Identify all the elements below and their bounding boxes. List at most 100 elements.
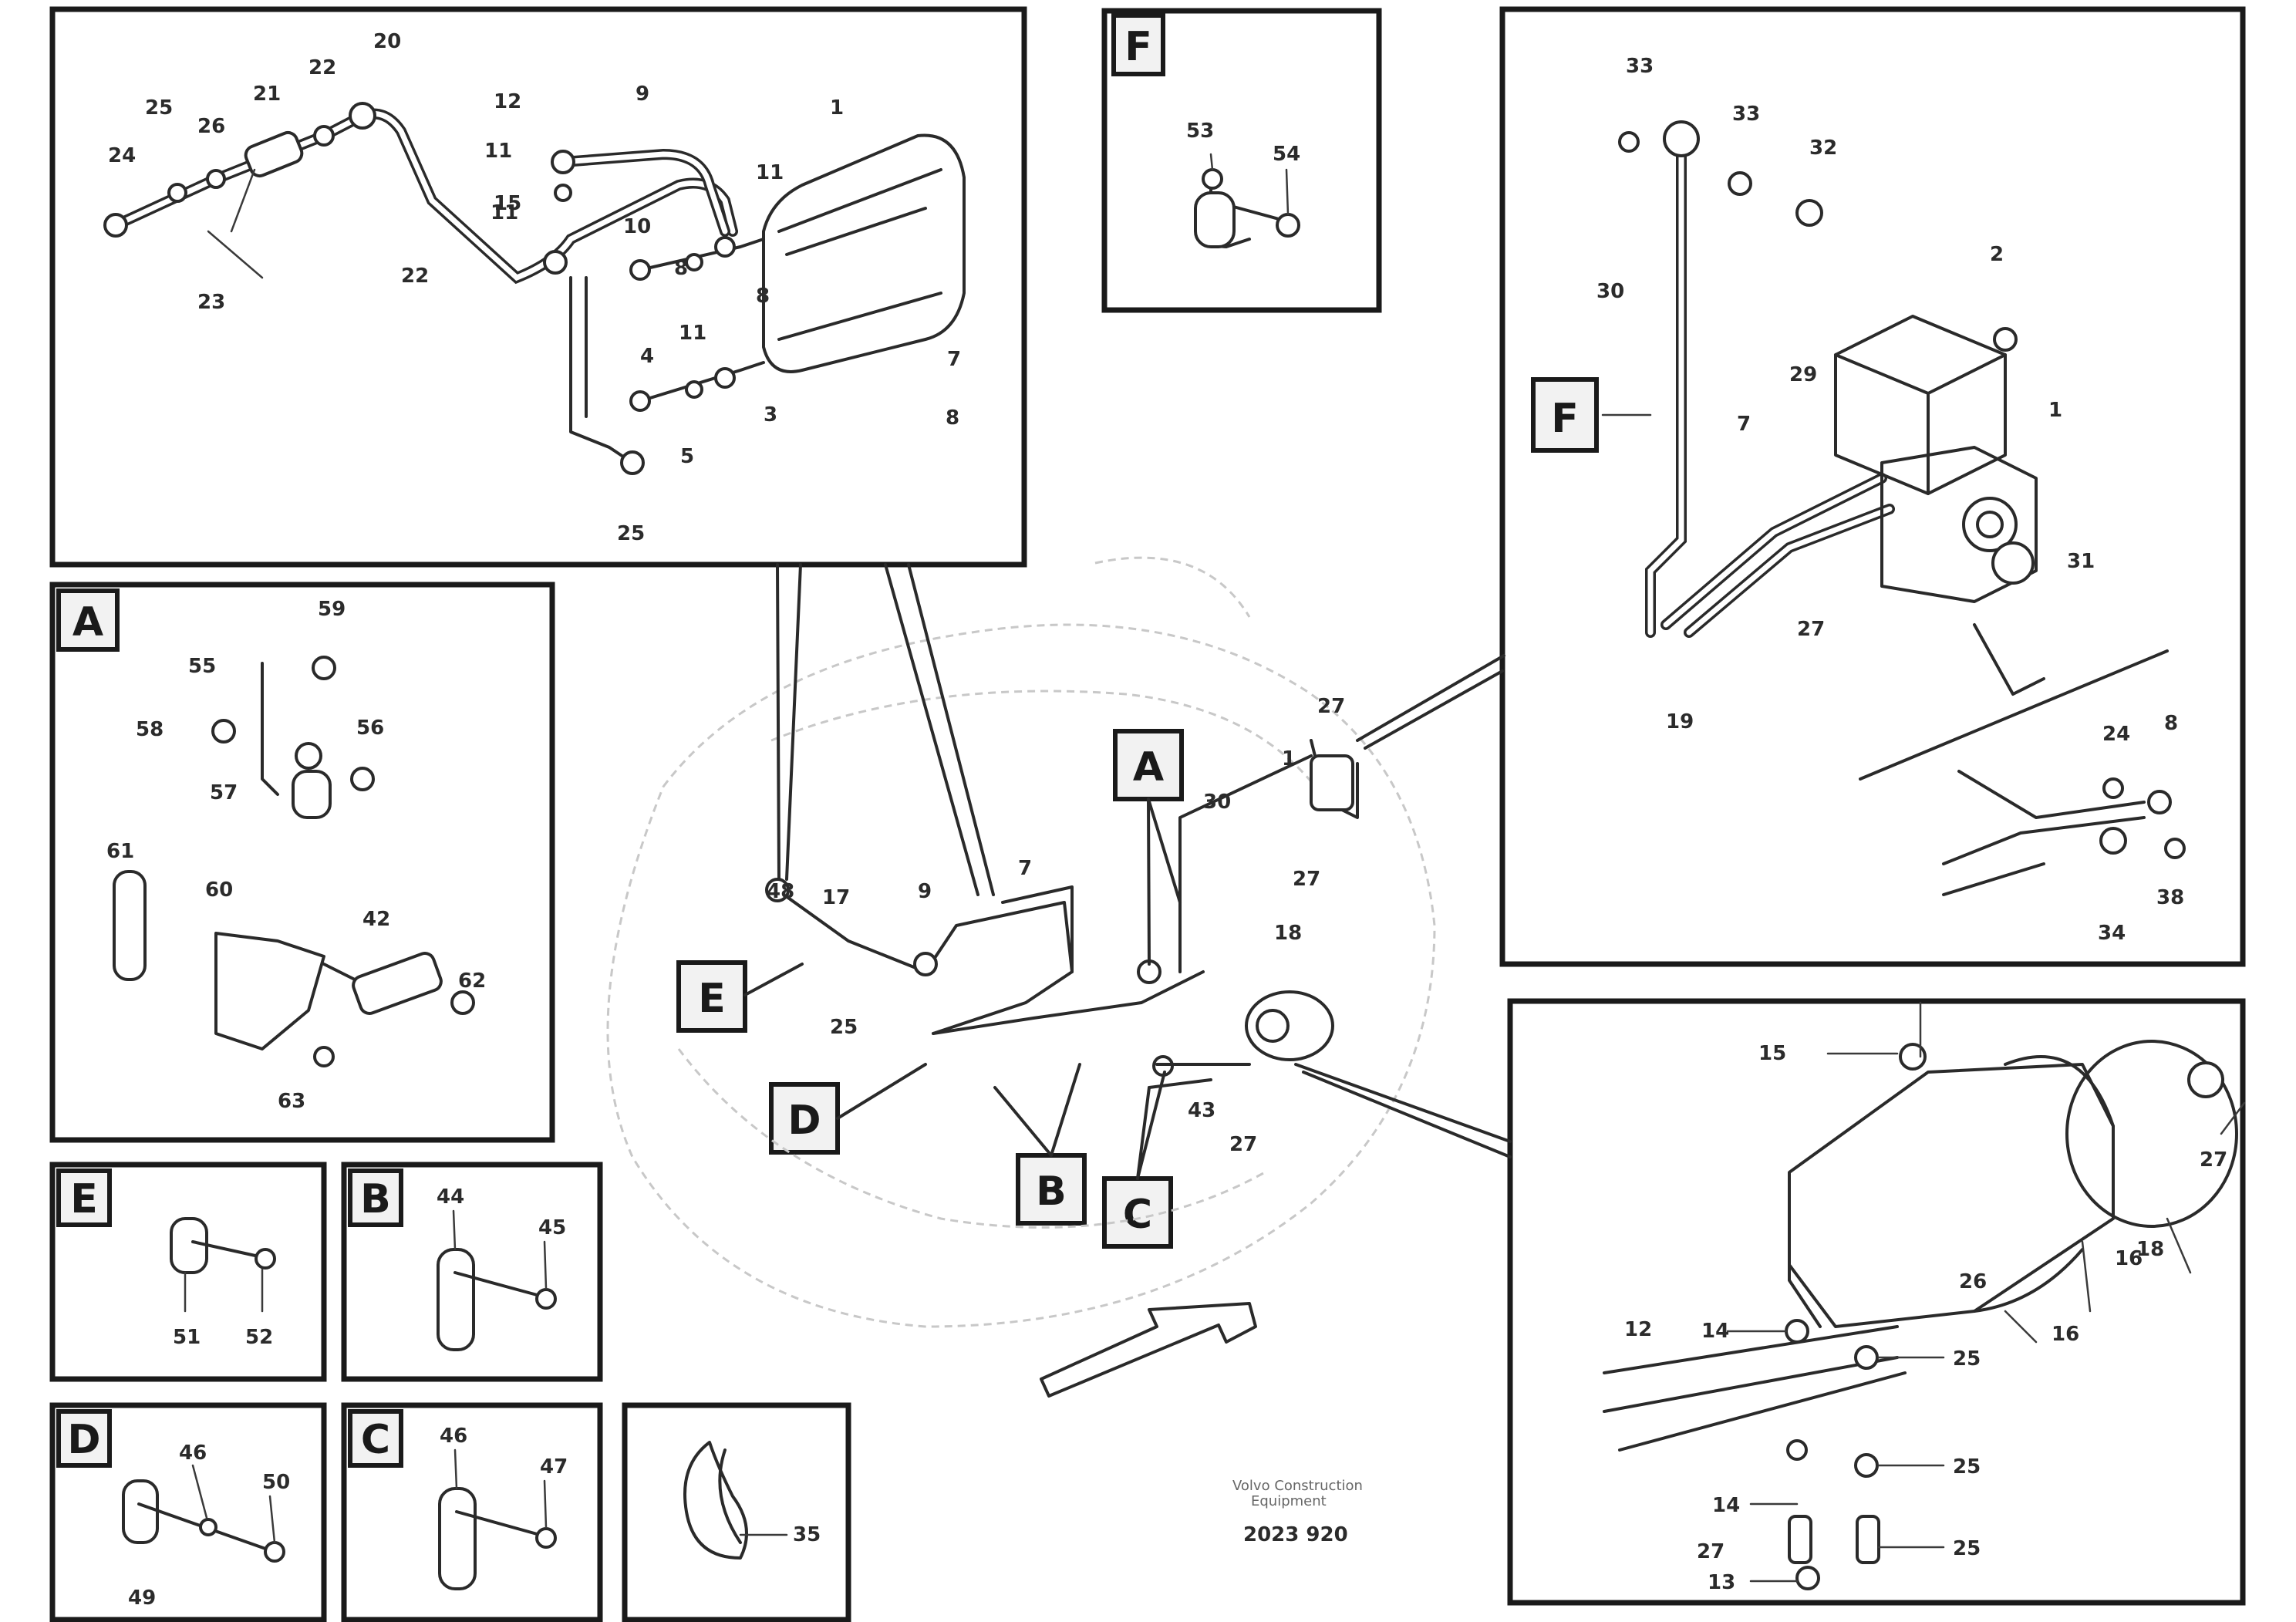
svg-text:12: 12 — [1624, 1318, 1652, 1341]
svg-text:56: 56 — [356, 717, 384, 740]
svg-text:25: 25 — [1953, 1455, 1981, 1479]
svg-text:A: A — [1133, 744, 1164, 791]
svg-text:16: 16 — [2052, 1323, 2079, 1346]
panel-detail-e — [49, 1162, 327, 1382]
svg-text:59: 59 — [318, 598, 346, 621]
svg-text:57: 57 — [210, 781, 238, 804]
svg-text:51: 51 — [173, 1326, 201, 1349]
detail-d-drawing: 46 50 49 — [122, 1442, 290, 1610]
svg-text:35: 35 — [793, 1523, 821, 1546]
svg-text:E: E — [70, 1176, 98, 1222]
svg-text:54: 54 — [1273, 143, 1300, 166]
front-direction-arrow — [1040, 1302, 1257, 1398]
svg-text:43: 43 — [1188, 1099, 1215, 1122]
svg-text:7: 7 — [1018, 857, 1032, 880]
svg-text:60: 60 — [205, 878, 233, 902]
svg-text:55: 55 — [188, 655, 216, 678]
detail-tag-d: D — [56, 1409, 112, 1468]
svg-text:11: 11 — [491, 201, 518, 224]
svg-text:25: 25 — [1953, 1537, 1981, 1560]
svg-text:27: 27 — [1293, 868, 1320, 891]
panel-top-left — [49, 6, 1027, 568]
detail-a-drawing: 59 55 58 56 57 61 60 42 62 63 — [106, 598, 486, 1113]
svg-text:27: 27 — [1697, 1540, 1725, 1563]
svg-text:15: 15 — [1758, 1042, 1786, 1065]
detail-c-drawing: 46 47 — [438, 1425, 568, 1590]
svg-text:26: 26 — [197, 115, 225, 138]
svg-text:9: 9 — [918, 880, 932, 903]
svg-text:34: 34 — [2098, 922, 2126, 945]
svg-text:45: 45 — [538, 1216, 566, 1239]
panel-detail-b — [341, 1162, 603, 1382]
svg-text:30: 30 — [1203, 791, 1231, 814]
svg-text:2: 2 — [1990, 243, 2004, 266]
svg-text:11: 11 — [679, 322, 706, 345]
panel-bottom-right — [1507, 998, 2246, 1606]
svg-text:24: 24 — [108, 144, 136, 167]
svg-text:D: D — [67, 1417, 100, 1463]
svg-text:25: 25 — [145, 96, 173, 120]
sheet-reference: Volvo Construction Equipment 2023 920 — [1232, 1478, 1363, 1546]
center-hose-assembly — [765, 739, 1359, 1089]
svg-text:A: A — [72, 599, 103, 646]
svg-text:1: 1 — [2048, 399, 2062, 422]
svg-text:B: B — [1036, 1168, 1067, 1215]
svg-text:38: 38 — [2156, 886, 2184, 909]
svg-text:33: 33 — [1732, 103, 1760, 126]
svg-text:11: 11 — [484, 140, 512, 163]
svg-text:1: 1 — [830, 96, 844, 120]
svg-text:20: 20 — [373, 30, 401, 53]
svg-text:13: 13 — [1708, 1571, 1735, 1594]
svg-text:23: 23 — [197, 291, 225, 314]
location-tag-c: C — [1102, 1176, 1173, 1249]
panel-detail-a — [49, 582, 555, 1143]
svg-text:8: 8 — [2164, 712, 2178, 735]
svg-text:30: 30 — [1596, 280, 1624, 303]
svg-text:52: 52 — [245, 1326, 273, 1349]
svg-text:4: 4 — [640, 345, 654, 368]
svg-text:47: 47 — [540, 1455, 568, 1479]
svg-text:62: 62 — [458, 969, 486, 993]
svg-text:31: 31 — [2067, 550, 2095, 573]
svg-text:Volvo Construction: Volvo Construction — [1232, 1478, 1363, 1494]
svg-text:46: 46 — [440, 1425, 467, 1448]
svg-text:C: C — [361, 1417, 390, 1463]
panel-detail-c — [341, 1402, 603, 1622]
svg-text:29: 29 — [1789, 363, 1817, 386]
svg-text:B: B — [360, 1176, 391, 1222]
svg-text:42: 42 — [362, 908, 390, 931]
svg-text:27: 27 — [1229, 1133, 1257, 1156]
svg-text:8: 8 — [946, 406, 959, 430]
leader-lines — [743, 563, 1512, 1180]
svg-text:C: C — [1123, 1192, 1152, 1238]
detail-tag-b: B — [348, 1168, 403, 1227]
top-left-hose-assembly — [103, 102, 966, 475]
svg-text:22: 22 — [308, 56, 336, 79]
svg-text:49: 49 — [128, 1587, 156, 1610]
bottom-right-motor-assembly — [1603, 1001, 2246, 1590]
svg-text:7: 7 — [1737, 413, 1751, 436]
machine-outline — [606, 556, 1436, 1328]
detail-tag-f-right: F — [1531, 377, 1599, 453]
panel-detail-f-small — [1101, 8, 1382, 313]
svg-text:27: 27 — [1317, 695, 1345, 718]
bottom-right-callouts: 15 27 16 18 12 14 16 25 25 14 25 27 26 1… — [1624, 1042, 2227, 1594]
svg-text:17: 17 — [822, 886, 850, 909]
detail-coil-drawing: 35 — [683, 1441, 821, 1560]
top-left-callouts: 25 24 26 21 22 23 20 22 11 11 12 9 1 11 … — [108, 30, 961, 545]
svg-text:27: 27 — [2200, 1148, 2227, 1172]
detail-tag-f-small: F — [1111, 13, 1165, 76]
svg-text:25: 25 — [830, 1016, 858, 1039]
panel-detail-coil — [622, 1402, 851, 1622]
svg-text:18: 18 — [1274, 922, 1302, 945]
svg-text:Equipment: Equipment — [1251, 1493, 1327, 1509]
panel-top-right — [1499, 6, 2246, 967]
svg-text:9: 9 — [636, 83, 649, 106]
svg-text:1: 1 — [1282, 747, 1296, 771]
svg-text:2023 920: 2023 920 — [1243, 1523, 1348, 1546]
svg-text:44: 44 — [437, 1185, 464, 1209]
svg-text:14: 14 — [1701, 1320, 1729, 1343]
svg-text:E: E — [698, 976, 726, 1022]
detail-tag-c: C — [348, 1409, 403, 1468]
